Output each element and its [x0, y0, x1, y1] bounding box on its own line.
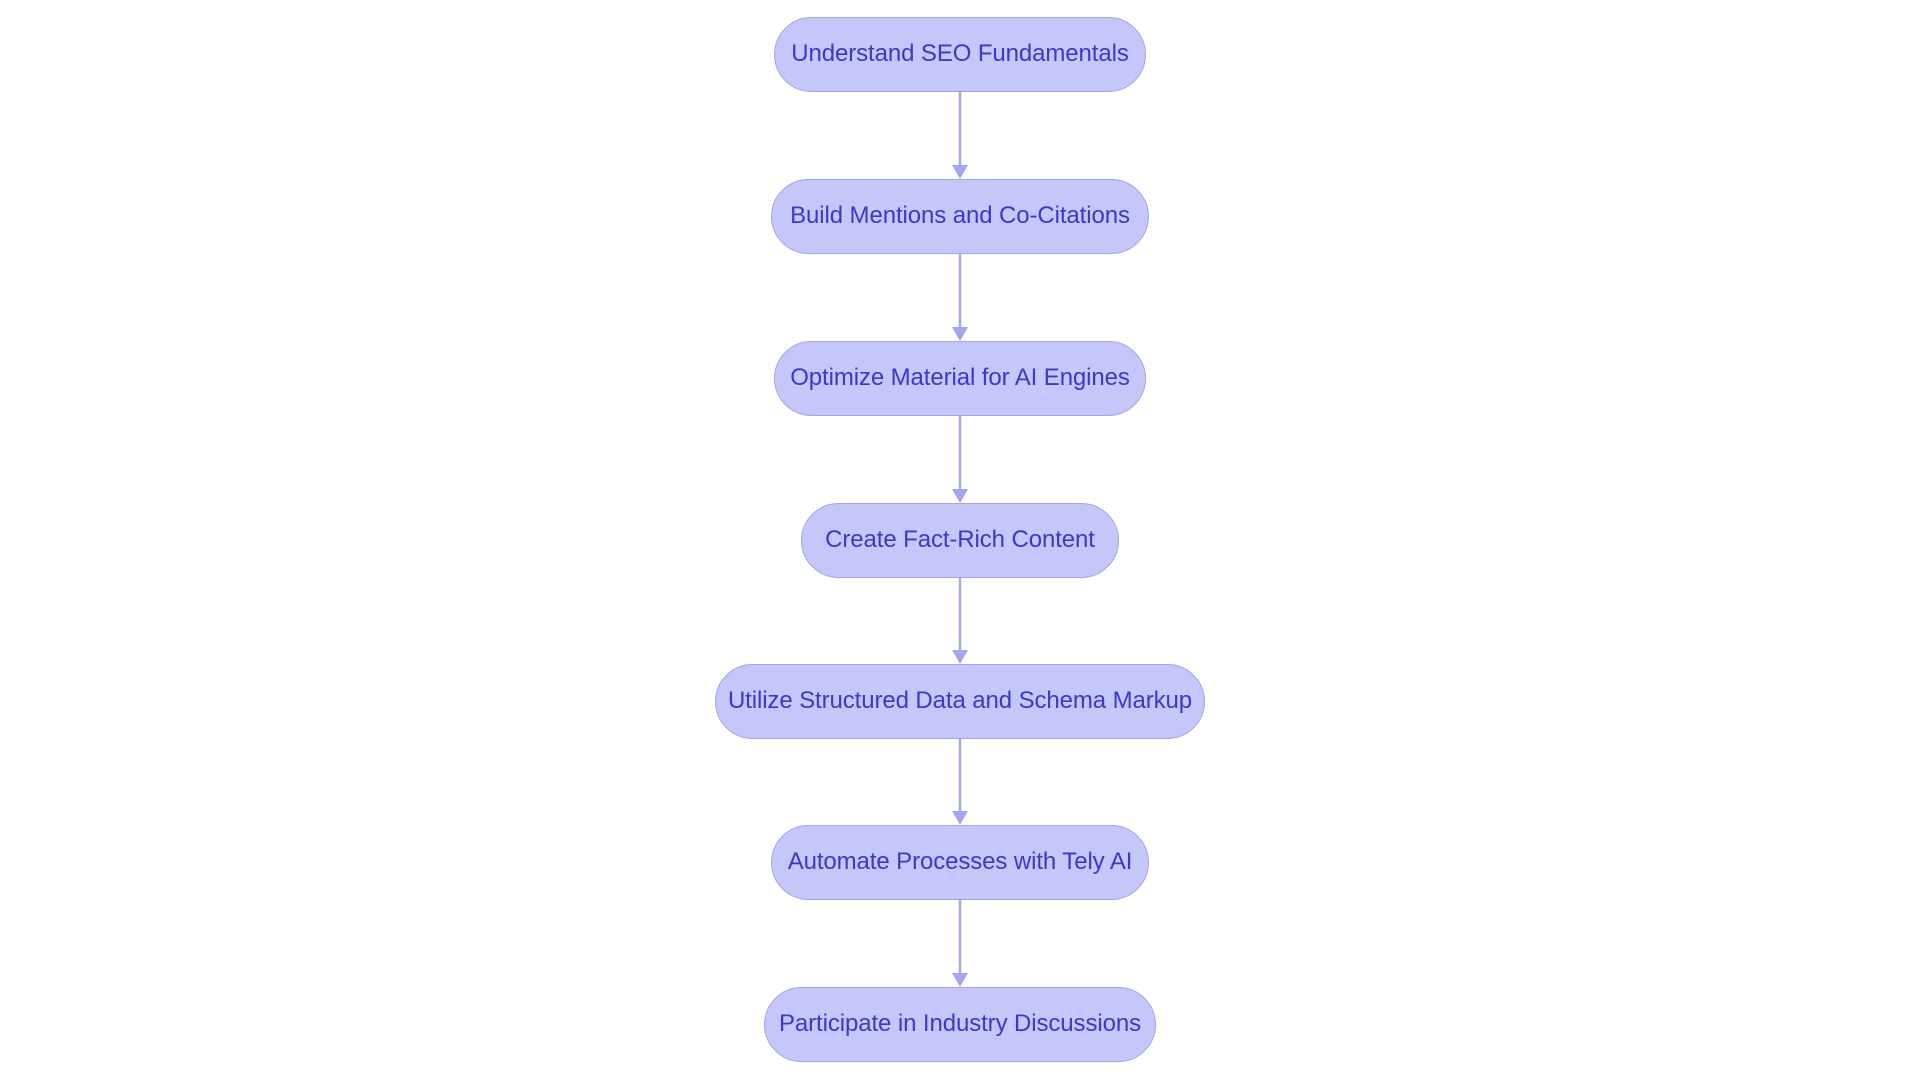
- flow-connector-arrow: [947, 253, 973, 341]
- flow-node-n5[interactable]: Utilize Structured Data and Schema Marku…: [715, 663, 1205, 739]
- flow-node-n1[interactable]: Understand SEO Fundamentals: [774, 16, 1146, 92]
- flow-node-label: Understand SEO Fundamentals: [791, 40, 1129, 67]
- flow-node-n4[interactable]: Create Fact-Rich Content: [801, 502, 1119, 578]
- flow-connector-arrow: [947, 415, 973, 503]
- flow-connector-arrow: [947, 738, 973, 825]
- flow-node-label: Create Fact-Rich Content: [825, 526, 1095, 553]
- flow-node-n3[interactable]: Optimize Material for AI Engines: [774, 340, 1146, 416]
- flow-node-label: Utilize Structured Data and Schema Marku…: [727, 687, 1193, 714]
- flow-node-label: Automate Processes with Tely AI: [787, 848, 1133, 875]
- flow-node-label: Participate in Industry Discussions: [779, 1010, 1141, 1037]
- flow-connector-arrow: [947, 91, 973, 179]
- flow-node-label: Optimize Material for AI Engines: [790, 364, 1130, 391]
- flow-node-n2[interactable]: Build Mentions and Co-Citations: [771, 178, 1149, 254]
- flow-node-n6[interactable]: Automate Processes with Tely AI: [771, 824, 1149, 900]
- flow-node-label: Build Mentions and Co-Citations: [790, 202, 1130, 229]
- flow-connector-arrow: [947, 899, 973, 987]
- flow-node-n7[interactable]: Participate in Industry Discussions: [764, 986, 1156, 1062]
- flow-connector-arrow: [947, 577, 973, 664]
